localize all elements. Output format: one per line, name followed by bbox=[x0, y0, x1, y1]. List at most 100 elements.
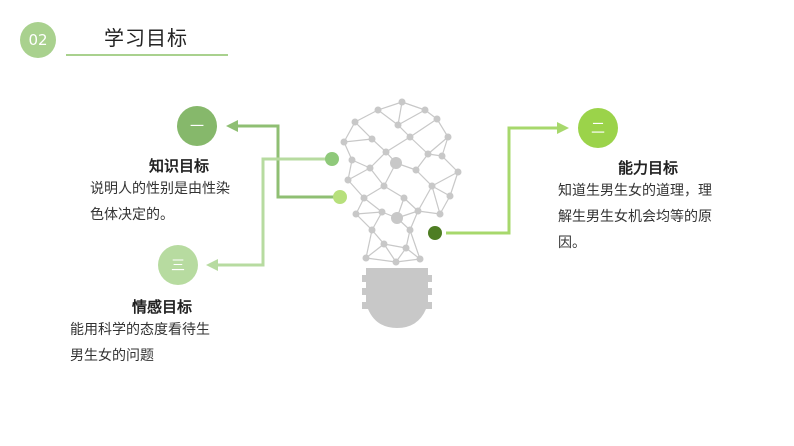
bulb-network-line bbox=[347, 167, 371, 181]
bulb-network-line bbox=[409, 229, 421, 260]
title-underline bbox=[66, 54, 228, 56]
bulb-network-line bbox=[365, 229, 373, 259]
bulb-network-node bbox=[438, 152, 446, 160]
connector-emotion bbox=[216, 157, 332, 267]
page-title: 学习目标 bbox=[104, 26, 188, 50]
bulb-network-line bbox=[397, 109, 426, 126]
bulb-network-node bbox=[406, 133, 414, 141]
bulb-network-node bbox=[368, 135, 376, 143]
bulb-network-node bbox=[351, 118, 359, 126]
bulb-network-node bbox=[406, 226, 414, 234]
node-accent-emotion bbox=[325, 152, 339, 166]
bulb-network-line bbox=[369, 151, 387, 169]
bulb-network-line bbox=[383, 243, 397, 263]
text-knowledge-line: 说明人的性别是由性染 bbox=[90, 181, 230, 197]
bulb-network-line bbox=[343, 138, 373, 143]
heading-emotion: 情感目标 bbox=[132, 298, 193, 316]
connector-ability bbox=[446, 126, 558, 235]
text-emotion-line: 男生女的问题 bbox=[70, 348, 154, 364]
bulb-network-line bbox=[354, 109, 379, 123]
bulb-network-line bbox=[395, 258, 421, 263]
bulb-network-node bbox=[400, 194, 408, 202]
bulb-network-line bbox=[409, 118, 438, 138]
bulb-network-node bbox=[454, 168, 462, 176]
text-emotion: 能用科学的态度看待生 男生女的问题 bbox=[70, 317, 240, 369]
bulb-network-node bbox=[380, 182, 388, 190]
connector-emotion-arrowhead bbox=[206, 259, 218, 271]
bulb-network-node bbox=[436, 210, 444, 218]
bulb-network-line bbox=[355, 211, 383, 215]
node-accent-ability bbox=[428, 226, 442, 240]
bulb-network-line bbox=[436, 118, 449, 138]
bulb-network-line bbox=[377, 109, 399, 126]
bulb-network-line bbox=[369, 167, 385, 187]
bulb-network-node bbox=[360, 194, 368, 202]
text-ability: 知道生男生女的道理，理 解生男生女机会均等的原 因。 bbox=[558, 178, 748, 256]
bulb-network-node bbox=[390, 157, 402, 169]
bulb-network-node bbox=[352, 210, 360, 218]
bulb-network-line bbox=[365, 243, 385, 259]
bulb-network-line bbox=[347, 179, 365, 199]
bulb-network-node bbox=[344, 176, 352, 184]
bulb-network-node bbox=[446, 192, 454, 200]
node-accent-knowledge bbox=[333, 190, 347, 204]
bulb-network-line bbox=[377, 101, 403, 111]
bulb-network-line bbox=[441, 155, 459, 173]
text-ability-line: 知道生男生女的道理，理 bbox=[558, 183, 712, 199]
bulb-network-line bbox=[431, 171, 459, 187]
bulb-network-node bbox=[366, 164, 374, 172]
bulb-network-node bbox=[391, 212, 403, 224]
text-emotion-line: 能用科学的态度看待生 bbox=[70, 322, 210, 338]
bulb-network-line bbox=[383, 243, 407, 249]
text-knowledge: 说明人的性别是由性染 色体决定的。 bbox=[90, 176, 260, 228]
bulb-network-line bbox=[385, 136, 411, 153]
bulb-network-node bbox=[428, 182, 436, 190]
badge-ability: 二 bbox=[578, 108, 618, 148]
bulb-network-node bbox=[398, 98, 406, 106]
connector-knowledge bbox=[236, 124, 340, 199]
heading-ability: 能力目标 bbox=[618, 159, 679, 177]
bulb-network-node bbox=[382, 148, 390, 156]
bulb-network-line bbox=[409, 136, 429, 155]
bulb-network-line bbox=[397, 101, 403, 126]
bulb-network-line bbox=[401, 101, 426, 111]
bulb-network-line bbox=[417, 185, 433, 212]
bulb-network-node bbox=[416, 255, 424, 263]
bulb-network-node bbox=[414, 207, 422, 215]
bulb-network-line bbox=[427, 136, 449, 155]
section-number-badge: 02 bbox=[20, 22, 56, 58]
badge-knowledge-label: 一 bbox=[190, 119, 204, 135]
bulb-network-node bbox=[444, 133, 452, 141]
bulb-network-node bbox=[368, 226, 376, 234]
bulb-network-node bbox=[374, 106, 382, 114]
bulb-network-line bbox=[365, 257, 397, 263]
bulb-network-line bbox=[383, 185, 405, 199]
text-ability-line: 因。 bbox=[558, 235, 586, 251]
bulb-base-icon bbox=[362, 268, 432, 328]
badge-emotion: 三 bbox=[158, 245, 198, 285]
bulb-network-line bbox=[431, 185, 441, 215]
text-ability-line: 解生男生女机会均等的原 bbox=[558, 209, 712, 225]
bulb-network-node bbox=[402, 244, 410, 252]
bulb-network-line bbox=[363, 197, 383, 213]
connector-knowledge-arrowhead bbox=[226, 120, 238, 132]
bulb-network-line bbox=[449, 171, 459, 197]
bulb-network-node bbox=[412, 166, 420, 174]
bulb-network-node bbox=[380, 240, 388, 248]
bulb-network-line bbox=[363, 185, 385, 199]
badge-ability-label: 二 bbox=[591, 121, 605, 137]
bulb-network-line bbox=[354, 121, 373, 140]
bulb-network-line bbox=[417, 210, 441, 215]
bulb-network-nodes bbox=[340, 98, 462, 266]
bulb-network-line bbox=[415, 169, 433, 187]
bulb-network-node bbox=[424, 150, 432, 158]
bulb-network-node bbox=[340, 138, 348, 146]
text-knowledge-line: 色体决定的。 bbox=[90, 207, 174, 223]
bulb-network-node bbox=[392, 258, 400, 266]
connector-ability-arrowhead bbox=[557, 122, 569, 134]
badge-emotion-label: 三 bbox=[171, 258, 185, 274]
heading-knowledge: 知识目标 bbox=[149, 157, 210, 175]
bulb-network-node bbox=[433, 115, 441, 123]
bulb-network-node bbox=[348, 156, 356, 164]
